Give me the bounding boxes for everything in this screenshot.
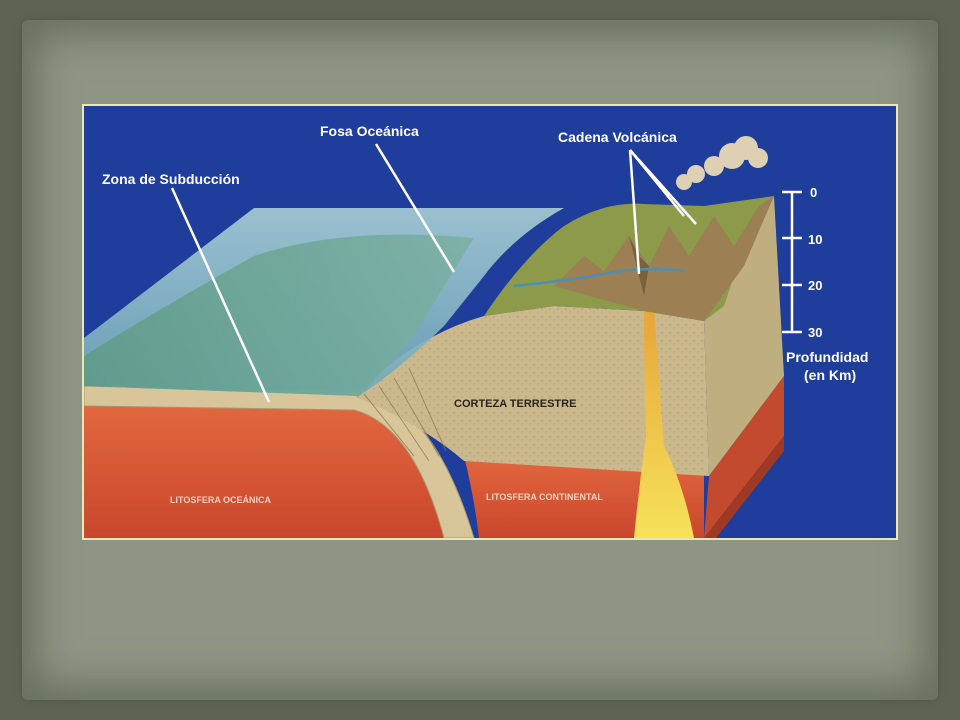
label-volcanic-chain: Cadena Volcánica (558, 129, 677, 145)
label-subduction-zone: Zona de Subducción (102, 171, 240, 187)
continental-crust-front (354, 306, 709, 476)
lithosphere-side-shade (704, 436, 784, 538)
label-earth-crust: CORTEZA TERRESTRE (454, 398, 576, 410)
continental-lithosphere-side (704, 376, 784, 538)
label-ocean-trench: Fosa Oceánica (320, 123, 419, 139)
sea-floor (84, 234, 474, 396)
pointer-arrows (170, 143, 697, 403)
trench-slope-lines (363, 367, 447, 462)
magma-conduit (634, 306, 694, 538)
label-oceanic-lithosphere: LITOSFERA OCEÁNICA (170, 495, 272, 505)
depth-title-line1: Profundidad (786, 349, 868, 365)
continental-crust-side (704, 196, 784, 476)
diagram-canvas: Zona de Subducción Fosa Oceánica Cadena … (84, 123, 868, 538)
volcano-smoke (676, 136, 768, 190)
river (513, 267, 685, 288)
depth-tick-0: 0 (810, 185, 817, 200)
depth-tick-10: 10 (808, 232, 822, 247)
depth-scale (782, 190, 802, 334)
oceanic-lithosphere-block (84, 406, 454, 538)
subduction-diagram: Zona de Subducción Fosa Oceánica Cadena … (82, 104, 898, 540)
depth-tick-30: 30 (808, 325, 822, 340)
mountain-range (554, 196, 774, 321)
depth-title-line2: (en Km) (804, 367, 856, 383)
depth-tick-20: 20 (808, 278, 822, 293)
label-continental-lithosphere: LITOSFERA CONTINENTAL (486, 492, 603, 502)
